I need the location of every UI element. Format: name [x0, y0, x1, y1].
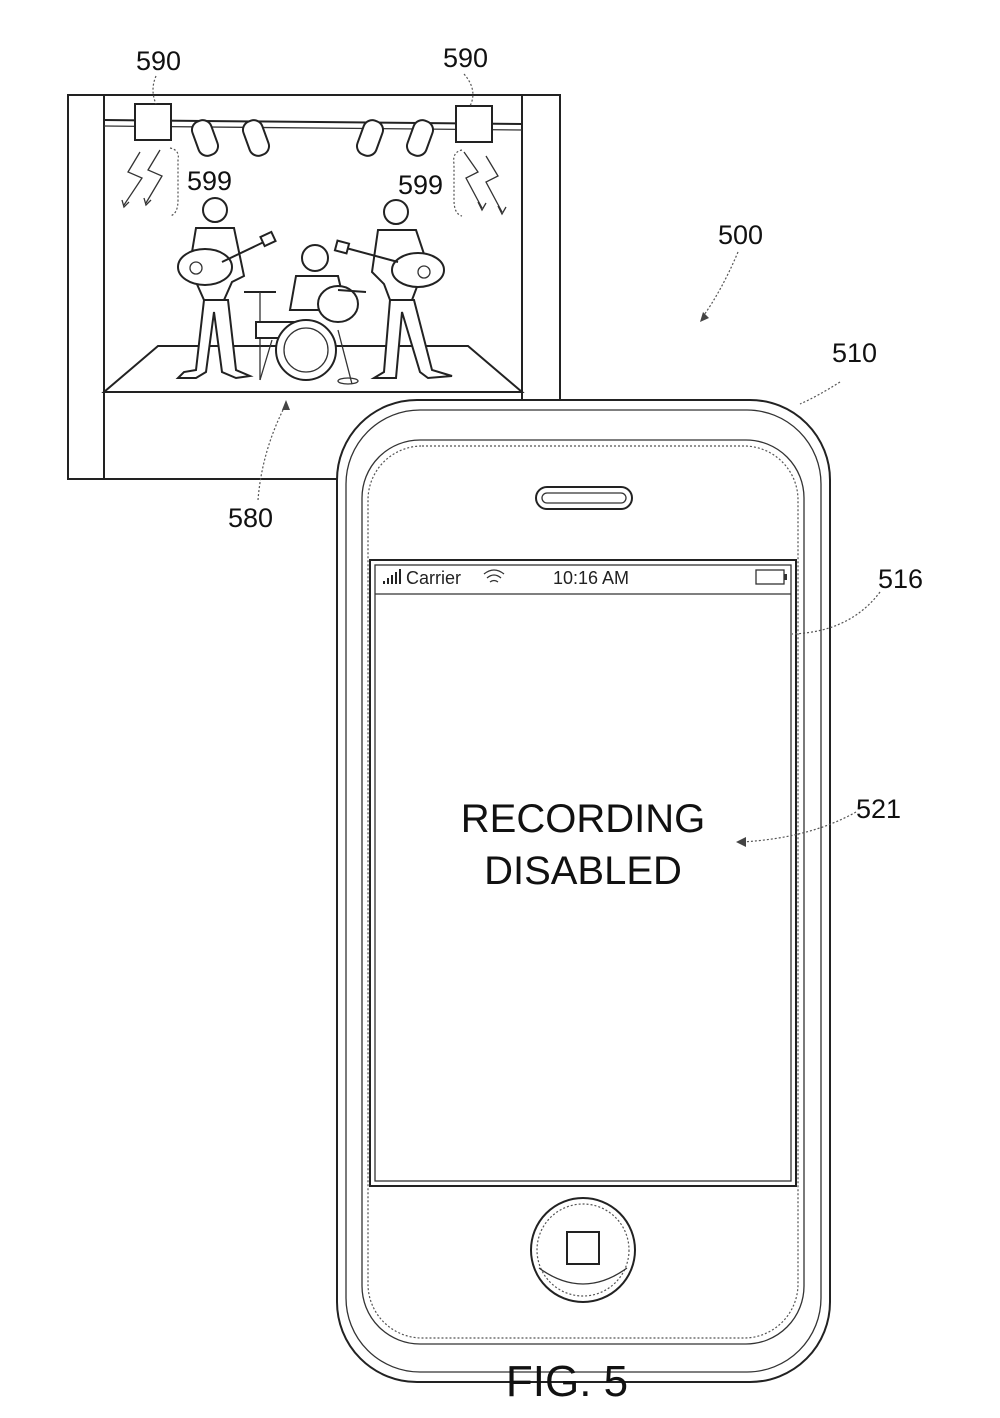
- ref-516: 516: [878, 564, 923, 594]
- signal-lines-right: [453, 149, 507, 217]
- ref-521: 521: [856, 794, 901, 824]
- leader-590-left: [152, 75, 157, 105]
- guitarist-right: [333, 199, 453, 380]
- spotlight-icon: [190, 119, 435, 157]
- light-truss: [103, 119, 523, 125]
- speaker-icon: [535, 486, 633, 510]
- figure-caption: FIG. 5: [506, 1357, 628, 1406]
- signal-lines-left: [121, 147, 179, 217]
- wifi-icon: [483, 569, 505, 583]
- light-emitter-left: [134, 103, 172, 141]
- ref-580: 580: [228, 503, 273, 533]
- ref-500: 500: [718, 220, 763, 250]
- ref-599-left: 599: [187, 166, 232, 196]
- leader-510: [799, 381, 841, 405]
- leader-516: [791, 591, 881, 635]
- left-pillar: [67, 94, 105, 480]
- drummer: [244, 244, 367, 385]
- recording-message-line1: RECORDING: [461, 797, 705, 841]
- light-emitter-right: [455, 105, 493, 143]
- leader-521: [741, 811, 857, 843]
- ref-599-right: 599: [398, 170, 443, 200]
- display-screen: [369, 559, 797, 1187]
- guitarist-left: [175, 197, 277, 380]
- recording-message-line2: DISABLED: [484, 849, 682, 893]
- ref-590-left: 590: [136, 46, 181, 76]
- leader-590-right: [463, 73, 474, 107]
- home-button-icon[interactable]: [530, 1197, 636, 1303]
- ref-510: 510: [832, 338, 877, 368]
- status-time: 10:16 AM: [553, 568, 629, 588]
- ref-590-right: 590: [443, 43, 488, 73]
- leader-500: [701, 251, 739, 319]
- carrier-label: Carrier: [406, 568, 461, 588]
- leader-580: [257, 403, 287, 501]
- mobile-device: Carrier 10:16 AM RECORDING DISABLED: [336, 399, 831, 1383]
- battery-icon: [755, 569, 787, 585]
- signal-bars-icon: [383, 569, 401, 584]
